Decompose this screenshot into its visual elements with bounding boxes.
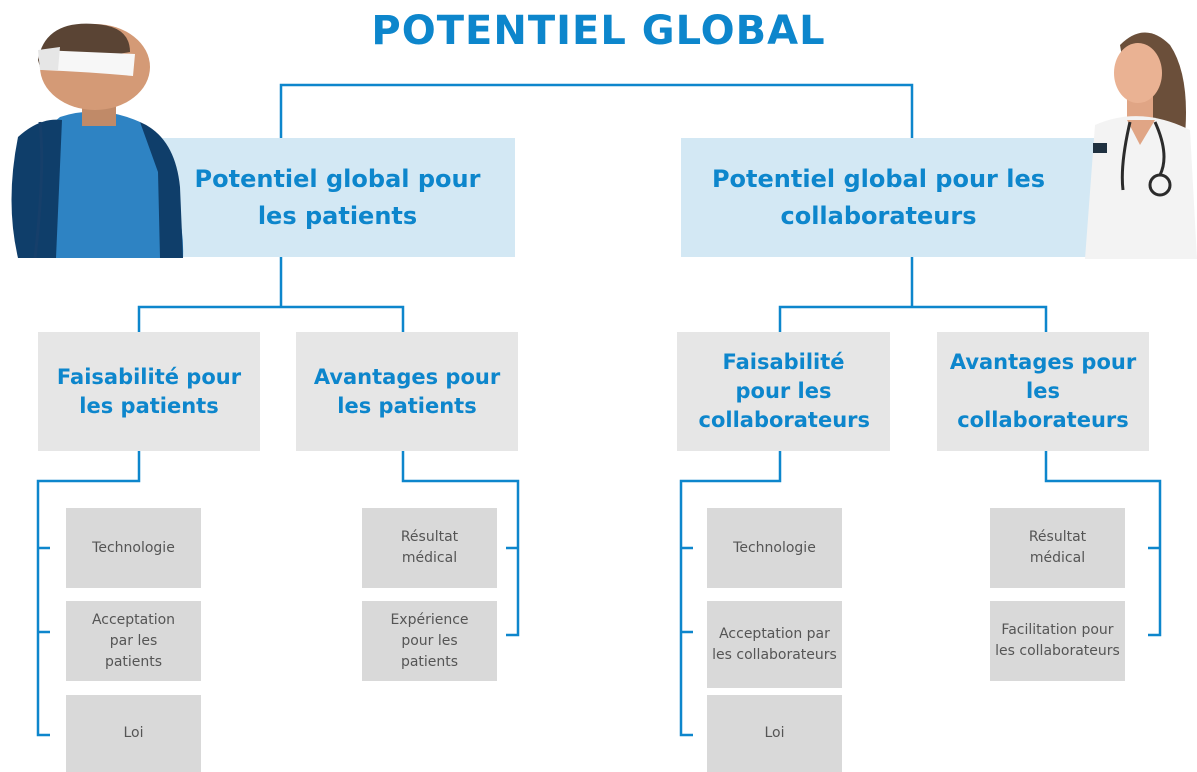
patients-benefits-box: Avantages pour les patients [296,332,518,451]
item-label: Résultat médical [400,529,459,566]
connector-patients-l2 [137,257,405,332]
staff-feasibility-item: Acceptation par les collaborateurs [707,601,842,688]
staff-feasibility-item: Technologie [707,508,842,588]
staff-benefits-item: Facilitation pour les collaborateurs [990,601,1125,681]
item-label: Loi [123,725,144,741]
patients-potential-label: Potentiel global pour les patients [194,164,481,230]
staff-potential-box: Potentiel global pour les collaborateurs [681,138,1146,257]
patients-feasibility-item: Acceptation par les patients [66,601,201,681]
item-label: Technologie [733,539,816,556]
doctor-icon [1085,32,1197,259]
staff-feasibility-item: Loi [707,695,842,772]
connector-patients-benefits [401,451,520,637]
patients-feasibility-item: Technologie [66,508,201,588]
item-label: Technologie [92,539,175,556]
connector-root [279,83,914,138]
page-title: POTENTIEL GLOBAL [371,8,826,54]
staff-benefits-item: Résultat médical [990,508,1125,588]
patients-benefits-label: Avantages pour les patients [313,364,501,418]
staff-feasibility-box: Faisabilité pour les collaborateurs [677,332,890,451]
staff-potential-label: Potentiel global pour les collaborateurs [711,164,1046,230]
patients-feasibility-box: Faisabilité pour les patients [38,332,260,451]
connector-patients-feasibility [36,451,141,737]
patient-icon [11,23,184,258]
item-label: Acceptation par les collaborateurs [712,625,837,663]
item-label: Acceptation par les patients [91,611,176,670]
connector-staff-benefits [1044,451,1162,637]
patients-feasibility-item: Loi [66,695,201,772]
connector-staff-feasibility [679,451,782,737]
item-label: Expérience pour les patients [390,611,469,670]
patients-benefits-item: Expérience pour les patients [362,601,497,681]
staff-feasibility-label: Faisabilité pour les collaborateurs [698,350,871,432]
patients-feasibility-label: Faisabilité pour les patients [56,364,242,418]
item-label: Facilitation pour les collaborateurs [995,622,1120,659]
staff-benefits-label: Avantages pour les collaborateurs [949,350,1137,432]
staff-benefits-box: Avantages pour les collaborateurs [937,332,1149,451]
connector-staff-l2 [778,257,1048,332]
patients-benefits-item: Résultat médical [362,508,497,588]
item-label: Résultat médical [1028,529,1087,566]
item-label: Loi [764,725,785,741]
